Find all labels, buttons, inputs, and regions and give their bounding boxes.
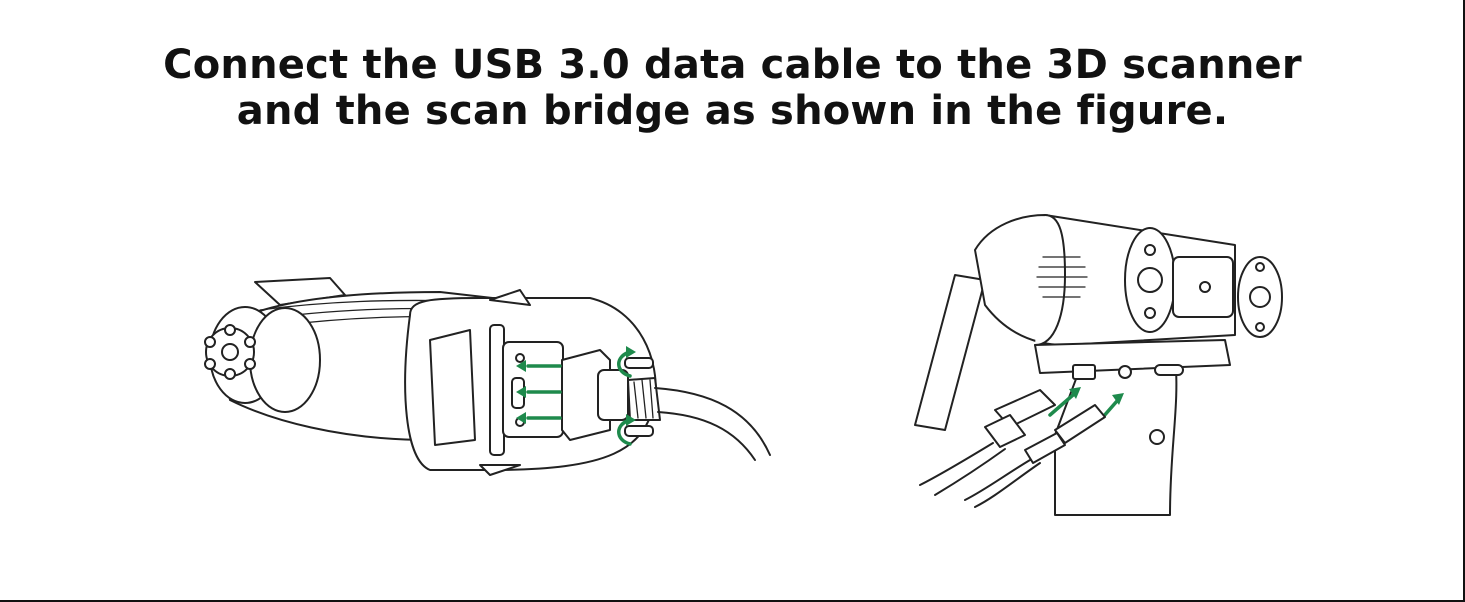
plug-in-arrows — [1048, 387, 1124, 419]
insert-arrows — [516, 360, 562, 424]
scanner-usb-illustration — [204, 277, 771, 476]
instruction-line-2: and the scan bridge as shown in the figu… — [236, 88, 1229, 134]
instruction-title: Connect the USB 3.0 data cable to the 3D… — [0, 42, 1465, 134]
tighten-arrows — [617, 346, 636, 446]
scan-bridge-illustration — [914, 214, 1283, 516]
instruction-line-1: Connect the USB 3.0 data cable to the 3D… — [163, 42, 1302, 88]
